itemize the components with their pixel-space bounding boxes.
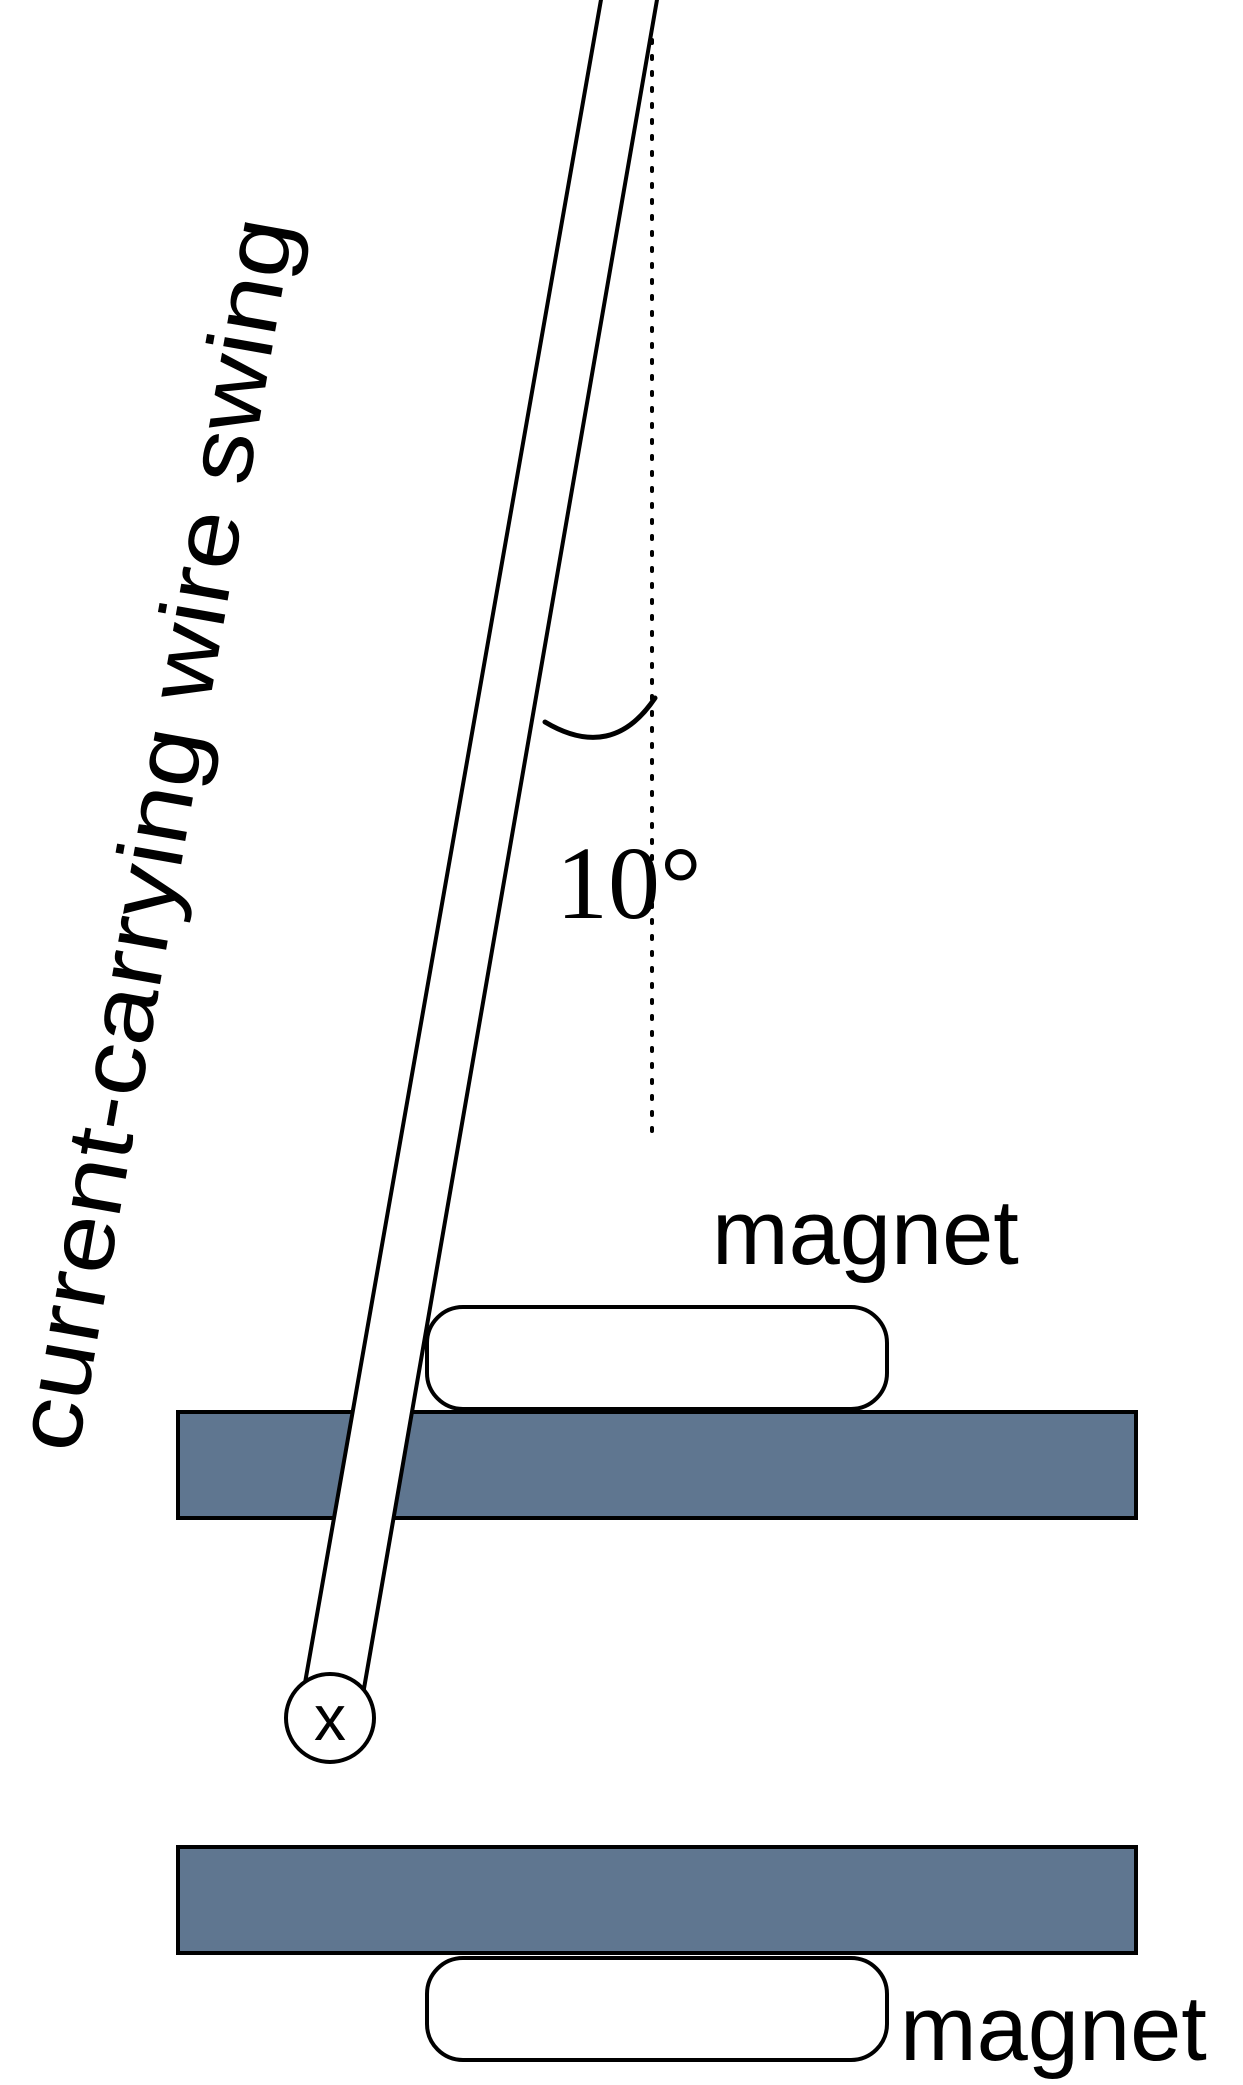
- wire-label: current-carrying wire swing: [0, 210, 314, 1459]
- top-magnet: [425, 1305, 889, 1411]
- lower-magnet-plate: [176, 1845, 1138, 1955]
- bottom-magnet-label: magnet: [900, 1978, 1207, 2080]
- upper-magnet-plate: [176, 1410, 1138, 1520]
- angle-label: 10°: [556, 826, 702, 941]
- bottom-magnet: [425, 1956, 889, 2062]
- current-into-page-symbol: x: [314, 1682, 346, 1754]
- angle-arc: [542, 695, 658, 740]
- top-magnet-label: magnet: [712, 1182, 1019, 1284]
- current-into-page-icon: [284, 1672, 376, 1764]
